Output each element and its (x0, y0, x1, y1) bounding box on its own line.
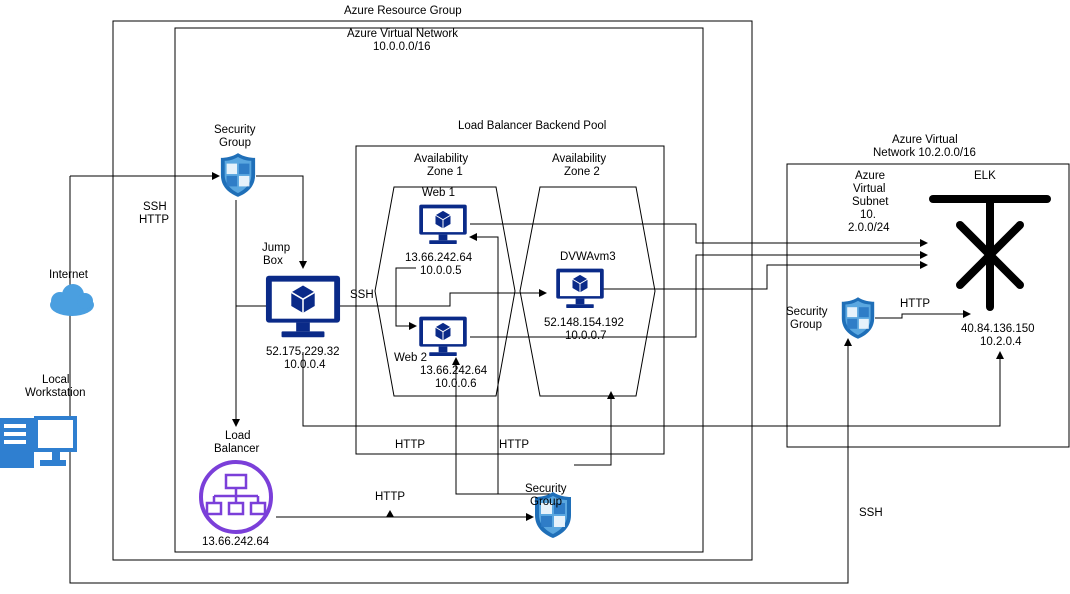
resource-group-box (112, 20, 753, 561)
elk-label: ELK (974, 170, 996, 182)
internet-cloud-icon (50, 284, 94, 316)
az1-label-line2: Zone 1 (427, 166, 463, 178)
ssh-label: SSH (143, 201, 167, 213)
subnet-label-5: 2.0.0/24 (848, 222, 890, 234)
subnet-label-1: Azure (855, 170, 886, 182)
az1-label-line1: Availability (414, 153, 469, 165)
jump-box-monitor-icon (265, 274, 341, 339)
http-lb-label: HTTP (375, 491, 406, 503)
connectors (69, 172, 1004, 584)
sg-top-label-line2: Group (219, 137, 251, 149)
virtual-network-box (174, 27, 704, 553)
web1-name: Web 1 (422, 187, 456, 199)
web1-private-ip: 10.0.0.5 (420, 265, 462, 277)
ssh-mid-label: SSH (350, 289, 374, 301)
security-group-top-icon (220, 153, 256, 197)
elk-network-label-2: Network 10.2.0.0/16 (873, 147, 976, 159)
http-pool-right-label: HTTP (499, 439, 530, 451)
security-group-right-icon (841, 297, 875, 339)
az2-label-line2: Zone 2 (564, 166, 600, 178)
sg-bottom-label-2: Group (530, 496, 562, 508)
local-workstation-label-1: Local (42, 374, 70, 386)
elk-private-ip: 10.2.0.4 (980, 336, 1022, 348)
local-workstation-icon (0, 416, 77, 468)
web2-monitor-icon (418, 316, 468, 357)
internet-label: Internet (49, 269, 88, 281)
sg-right-label-1: Security (786, 306, 828, 318)
web2-private-ip: 10.0.0.6 (435, 378, 477, 390)
subnet-label-3: Subnet (852, 196, 889, 208)
load-balancer-icon (199, 460, 273, 534)
vnet-cidr-label: 10.0.0.0/16 (373, 41, 431, 53)
load-balancer-label-1: Load (225, 430, 251, 442)
web2-name: Web 2 (394, 352, 428, 364)
web2-public-ip: 13.66.242.64 (420, 365, 488, 377)
web1-monitor-icon (418, 204, 468, 245)
availability-zone-1 (374, 186, 516, 397)
vnet-title-label: Azure Virtual Network (347, 28, 458, 40)
availability-zone-2 (519, 186, 656, 397)
elk-network-label-1: Azure Virtual (892, 134, 958, 146)
http-arrow-marker (386, 510, 394, 517)
jump-box-label-1: Jump (262, 242, 291, 254)
elk-network-box (786, 163, 1070, 448)
load-balancer-ip: 13.66.242.64 (202, 536, 270, 548)
jump-box-public-ip: 52.175.229.32 (266, 346, 340, 358)
subnet-label-2: Virtual (853, 183, 886, 195)
jump-box-private-ip: 10.0.0.4 (284, 359, 326, 371)
dvwa-monitor-icon (555, 268, 605, 309)
backend-pool-box (355, 145, 665, 455)
sg-bottom-label-1: Security (525, 483, 567, 495)
http-pool-left-label: HTTP (395, 439, 426, 451)
sg-top-label-line1: Security (214, 124, 256, 136)
dvwa-public-ip: 52.148.154.192 (544, 317, 624, 329)
dvwa-private-ip: 10.0.0.7 (565, 330, 607, 342)
web1-public-ip: 13.66.242.64 (405, 252, 473, 264)
az2-label-line1: Availability (552, 153, 607, 165)
jump-box-label-2: Box (263, 255, 283, 267)
ssh-bottom-label: SSH (859, 507, 883, 519)
subnet-label-4: 10. (860, 209, 876, 221)
resource-group-label: Azure Resource Group (344, 5, 462, 17)
dvwa-name: DVWAvm3 (560, 251, 616, 263)
http-label: HTTP (139, 214, 170, 226)
elk-public-ip: 40.84.136.150 (961, 323, 1035, 335)
local-workstation-label-2: Workstation (25, 387, 86, 399)
http-elk-label: HTTP (900, 298, 931, 310)
elk-icon (929, 195, 1051, 311)
load-balancer-label-2: Balancer (214, 443, 260, 455)
sg-right-label-2: Group (790, 319, 822, 331)
backend-pool-label: Load Balancer Backend Pool (458, 120, 607, 132)
